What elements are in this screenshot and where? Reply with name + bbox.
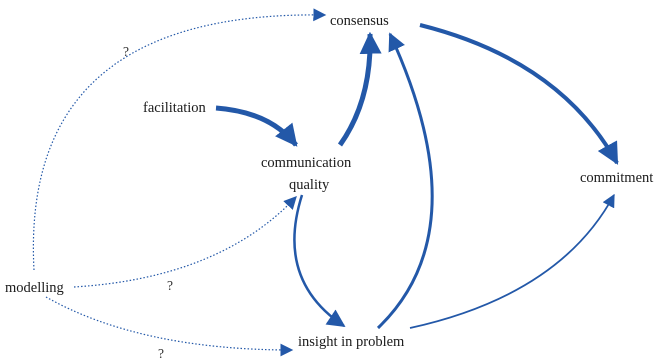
arrow-insight-to-consensus: [376, 32, 434, 330]
arrow-modelling-to-communication-quality-uncertain: [73, 196, 297, 288]
node-insight-in-problem: insight in problem: [298, 334, 405, 350]
uncertain-mark-communication: ?: [167, 278, 173, 293]
arrow-insight-to-commitment: [409, 193, 615, 329]
node-consensus: consensus: [330, 13, 389, 29]
uncertain-mark-insight: ?: [158, 346, 164, 361]
node-commitment: commitment: [580, 170, 653, 186]
node-communication-quality-line1: communication: [261, 155, 352, 171]
node-facilitation: facilitation: [143, 100, 207, 116]
arrow-consensus-to-commitment: [419, 23, 619, 165]
uncertain-mark-consensus: ?: [123, 44, 129, 59]
arrow-modelling-to-consensus-uncertain: [32, 8, 327, 271]
arrow-communication-quality-to-insight: [293, 194, 346, 328]
arrow-facilitation-to-communication-quality: [215, 105, 298, 147]
arrow-modelling-to-insight-uncertain: [45, 296, 294, 357]
arrow-communication-quality-to-consensus: [337, 31, 382, 147]
node-modelling: modelling: [5, 280, 64, 296]
node-communication-quality-line2: quality: [289, 177, 330, 193]
